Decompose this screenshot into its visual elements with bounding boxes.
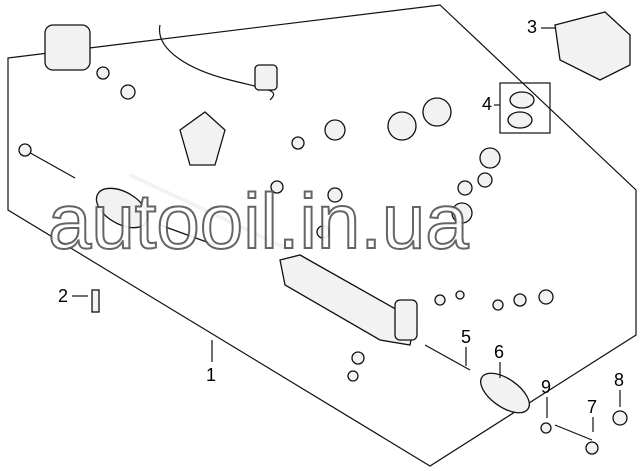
callout-1: 1: [206, 365, 216, 385]
callout-7: 7: [587, 397, 597, 417]
callout-8: 8: [614, 370, 624, 390]
rack-bar: [129, 173, 291, 252]
boot-right: [480, 372, 530, 414]
assembly-outline: [7, 4, 637, 467]
watermark: autooil.in.ua: [48, 177, 469, 265]
inner-tie-rod-right: [424, 344, 471, 371]
callout-9: 9: [541, 377, 551, 397]
callout-2: 2: [58, 286, 68, 306]
tie-rod-end-right: [554, 424, 599, 455]
callout-6: 6: [494, 342, 504, 362]
callout-3: 3: [527, 17, 537, 37]
washer: [540, 422, 552, 434]
motor-unit: [44, 24, 91, 71]
callout-5: 5: [461, 327, 471, 347]
boot-left: [95, 187, 149, 229]
wiring-harness: [159, 24, 278, 101]
bolt: [91, 289, 100, 313]
seal-kit: [499, 82, 551, 134]
callout-4: 4: [482, 94, 492, 114]
cover: [554, 11, 631, 81]
tie-rod-end-left: [18, 143, 76, 179]
small-parts: [96, 66, 554, 382]
bracket: [179, 111, 226, 166]
nut: [612, 410, 628, 426]
steering-rack-housing: [279, 254, 418, 346]
inner-tie-rod-left: [159, 224, 216, 246]
